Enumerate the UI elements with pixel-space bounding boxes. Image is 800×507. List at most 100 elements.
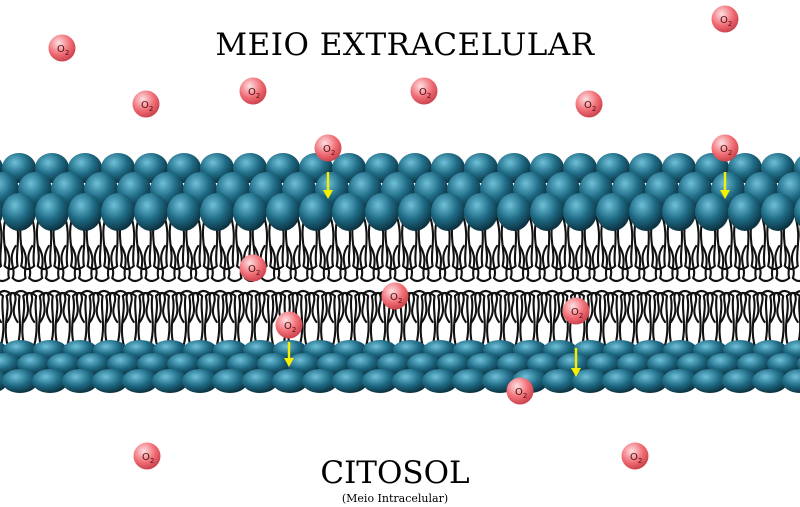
oxygen-subscript: 2: [331, 149, 335, 157]
phospholipid-head: [572, 369, 608, 393]
phospholipid-head: [134, 193, 168, 231]
phospholipid-head: [47, 353, 81, 375]
phospholipid-head: [464, 193, 498, 231]
phospholipid-head: [794, 197, 800, 227]
cytosol-note: (Meio Intracelular): [341, 492, 449, 505]
phospholipid-head: [596, 193, 630, 231]
phospholipid-head: [17, 353, 51, 375]
oxygen-symbol: O: [57, 44, 65, 55]
phospholipid-head: [452, 369, 488, 393]
lipid-tail: [27, 244, 44, 283]
phospholipid-head: [287, 353, 321, 375]
oxygen-circle: [239, 254, 267, 282]
phospholipid-head: [35, 193, 69, 231]
lipid-tail: [508, 244, 526, 283]
phospholipid-head: [587, 353, 621, 375]
oxygen-symbol: O: [515, 387, 523, 398]
lipid-tail: [143, 244, 160, 283]
phospholipid-head: [332, 193, 366, 231]
lipid-tail: [160, 244, 177, 283]
phospholipid-head: [563, 193, 597, 231]
phospholipid-head: [152, 369, 188, 393]
phospholipid-head: [392, 369, 428, 393]
lipid-tail: [359, 244, 376, 283]
lipid-tail: [211, 289, 229, 324]
oxygen-subscript: 2: [427, 92, 431, 100]
lipid-tail: [392, 244, 409, 283]
lipid-tail: [776, 289, 793, 324]
lipid-tail: [757, 244, 775, 283]
oxygen-molecule: O2: [133, 442, 161, 470]
phospholipid-head: [212, 369, 248, 393]
lipid-tail: [309, 244, 326, 283]
oxygen-formula: O2: [720, 144, 732, 157]
lipid-tail: [444, 289, 461, 324]
oxygen-molecule: O2: [239, 254, 267, 282]
phospholipid-head: [362, 369, 398, 393]
oxygen-formula: O2: [390, 292, 402, 305]
phospholipid-head: [167, 353, 201, 375]
phospholipid-head: [728, 193, 762, 231]
oxygen-symbol: O: [584, 100, 592, 111]
oxygen-circle: [239, 77, 267, 105]
lipid-tail: [228, 289, 245, 324]
oxygen-formula: O2: [248, 87, 260, 100]
lipid-tail: [342, 244, 360, 283]
lipid-tail: [774, 244, 791, 283]
oxygen-symbol: O: [141, 100, 149, 111]
oxygen-molecule: O2: [314, 134, 342, 162]
oxygen-symbol: O: [248, 264, 256, 275]
lipid-tail: [276, 244, 293, 283]
lipid-tail: [12, 289, 30, 324]
lipid-tail: [442, 244, 459, 283]
lipid-tail: [558, 244, 575, 283]
oxygen-formula: O2: [248, 264, 260, 277]
oxygen-formula: O2: [584, 100, 596, 113]
oxygen-circle: [48, 34, 76, 62]
lipid-tail: [610, 289, 627, 324]
oxygen-formula: O2: [141, 100, 153, 113]
phospholipid-head: [365, 193, 399, 231]
phospholipid-head: [662, 193, 696, 231]
oxygen-molecule: O2: [239, 77, 267, 105]
lipid-tail: [0, 289, 13, 324]
lipid-tail: [591, 244, 609, 283]
diffusion-arrow: [571, 348, 581, 377]
cytosol-label: CITOSOL: [320, 455, 470, 491]
lipid-tail: [693, 289, 710, 324]
phospholipid-head: [767, 353, 800, 375]
phospholipid-head: [407, 353, 441, 375]
lipid-tail: [261, 289, 279, 324]
phospholipid-head: [737, 353, 771, 375]
phospholipid-head: [752, 369, 788, 393]
phospholipid-head: [677, 353, 711, 375]
phospholipid-head: [332, 369, 368, 393]
oxygen-circle: [410, 77, 438, 105]
oxygen-subscript: 2: [150, 457, 154, 465]
oxygen-molecule: O2: [711, 134, 739, 162]
oxygen-formula: O2: [571, 307, 583, 320]
oxygen-subscript: 2: [256, 269, 260, 277]
phospholipid-head: [266, 193, 300, 231]
phospholipid-head: [299, 193, 333, 231]
phospholipid-head: [647, 353, 681, 375]
diffusion-arrows: [284, 172, 730, 377]
phospholipid-head: [797, 357, 800, 371]
lipid-tail: [45, 289, 63, 324]
arrow-head: [323, 190, 333, 199]
lipid-tail: [425, 244, 443, 283]
oxygen-circle: [711, 134, 739, 162]
lipid-tail: [643, 289, 660, 324]
lipid-tail: [475, 244, 492, 283]
phospholipid-head: [695, 193, 729, 231]
phospholipid-head: [617, 353, 651, 375]
oxygen-circle: [506, 377, 534, 405]
phospholipid-head: [137, 353, 171, 375]
oxygen-circle: [275, 311, 303, 339]
oxygen-symbol: O: [630, 452, 638, 463]
lipid-tail: [492, 244, 509, 283]
oxygen-formula: O2: [515, 387, 527, 400]
oxygen-circle: [381, 282, 409, 310]
oxygen-circle: [621, 442, 649, 470]
